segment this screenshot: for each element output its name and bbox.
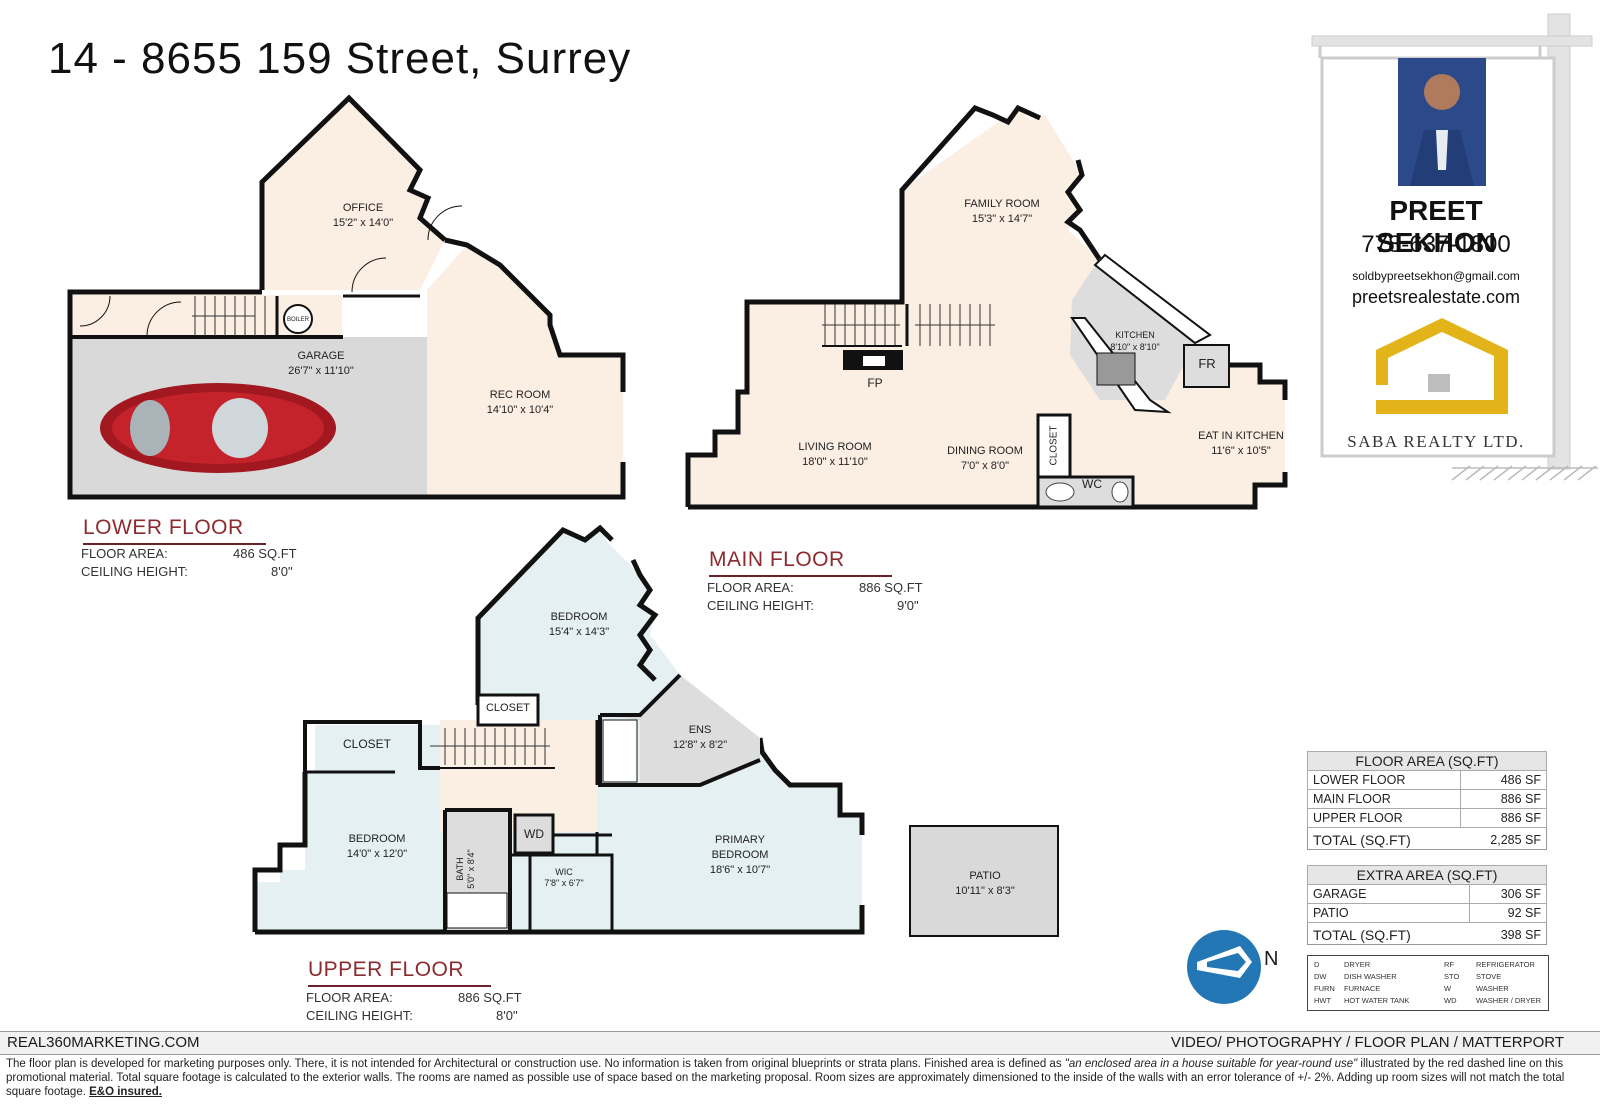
rec-room-area (427, 245, 623, 497)
page-title: 14 - 8655 159 Street, Surrey (48, 34, 632, 83)
brokerage-logo (1376, 318, 1508, 414)
room-boiler: BOILER (286, 317, 309, 323)
footer-left-link[interactable]: REAL360MARKETING.COM (7, 1034, 200, 1051)
label-fireplace: FP (867, 376, 883, 390)
upper-hall-area (440, 720, 597, 832)
room-wc: WC (1082, 477, 1102, 491)
office-area (262, 98, 445, 290)
room-washer-dryer: WD (524, 827, 544, 841)
patio-area (909, 825, 1059, 937)
table-total-row: TOTAL (SQ.FT)2,285 SF (1313, 832, 1541, 848)
lower-floor-stats: FLOOR AREA: 486 SQ.FT CEILING HEIGHT: 8'… (81, 546, 297, 579)
room-closet-main: CLOSET (1048, 425, 1060, 466)
realty-sign (1311, 13, 1598, 481)
main-floor-heading: MAIN FLOOR (709, 548, 892, 577)
compass-north-label: N (1264, 948, 1279, 970)
room-closet-a: CLOSET (485, 702, 530, 714)
disclaimer: The floor plan is developed for marketin… (6, 1058, 1565, 1098)
car-illustration (100, 383, 336, 473)
table-total-row: TOTAL (SQ.FT)398 SF (1313, 927, 1541, 943)
upper-floor-stats: FLOOR AREA: 886 SQ.FT CEILING HEIGHT: 8'… (306, 990, 522, 1023)
upper-floor-plan (252, 524, 865, 935)
agent-website[interactable]: preetsrealestate.com (1351, 287, 1521, 307)
brokerage-name: SABA REALTY LTD. (1347, 432, 1525, 451)
upper-floor-heading: UPPER FLOOR (308, 958, 491, 987)
extra-area-table-title: EXTRA AREA (SQ.FT) (1307, 865, 1547, 885)
agent-name: PREET SEKHON (1376, 195, 1496, 258)
agent-sign: PREET SEKHON 778-637-1800 soldbypreetsek… (1330, 55, 1542, 455)
lower-floor-plan (67, 94, 626, 500)
compass-icon (1187, 930, 1261, 1004)
agent-phone[interactable]: 778-637-1800 (1361, 231, 1511, 258)
main-floor-plan (685, 104, 1288, 510)
label-fridge: FR (1198, 356, 1216, 371)
floor-area-table-title: FLOOR AREA (SQ.FT) (1307, 751, 1547, 771)
footer-services: VIDEO/ PHOTOGRAPHY / FLOOR PLAN / MATTER… (1170, 1034, 1564, 1051)
footer-bar: REAL360MARKETING.COM VIDEO/ PHOTOGRAPHY … (0, 1031, 1600, 1055)
ensuite-area (600, 675, 760, 785)
room-closet-b: CLOSET (342, 737, 391, 751)
lower-floor-heading: LOWER FLOOR (83, 516, 266, 545)
main-floor-stats: FLOOR AREA: 886 SQ.FT CEILING HEIGHT: 9'… (707, 580, 923, 613)
agent-email[interactable]: soldbypreetsekhon@gmail.com (1352, 269, 1520, 283)
